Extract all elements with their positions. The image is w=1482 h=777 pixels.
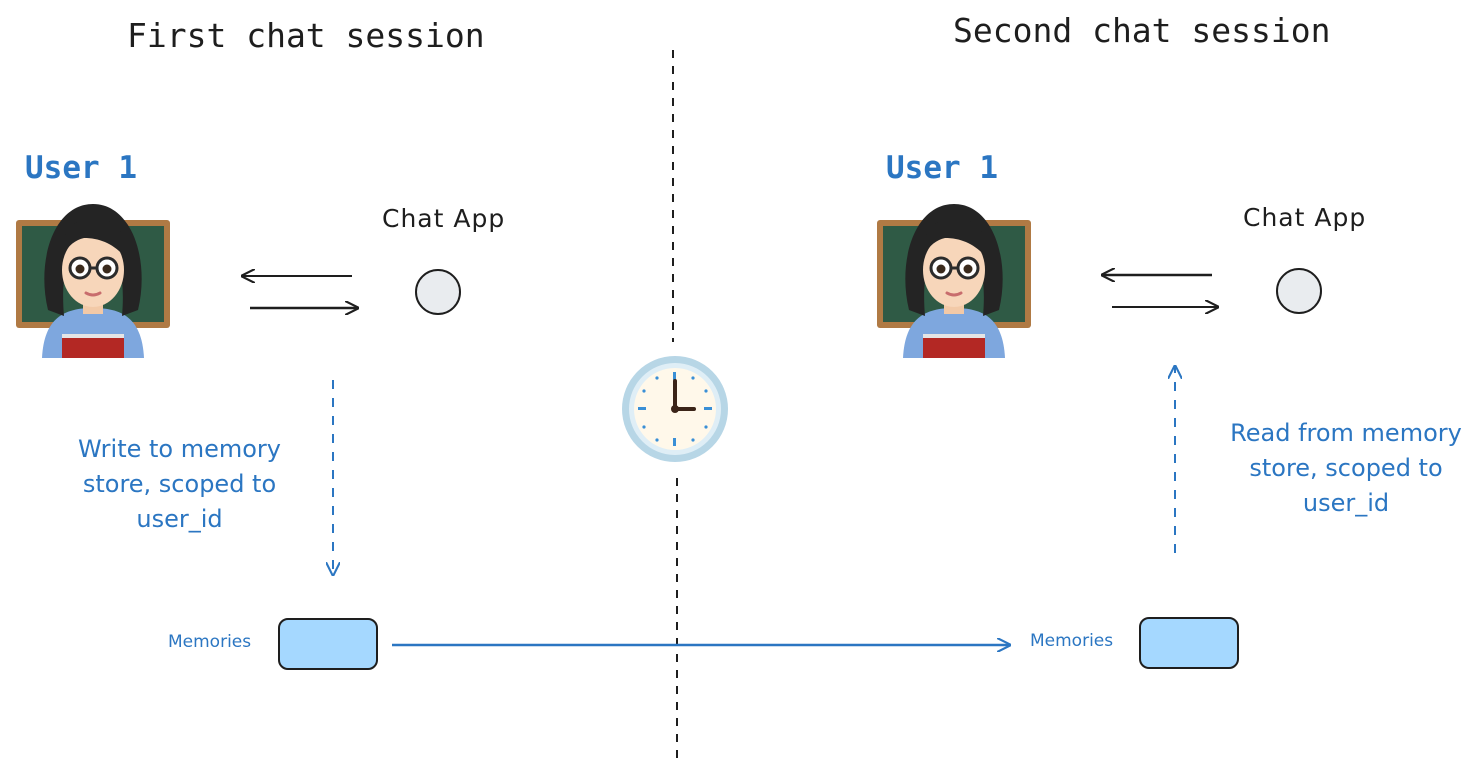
user-label-second: User 1 (886, 150, 998, 186)
chat-app-label-second: Chat App (1243, 203, 1367, 232)
note-line: store, scoped to (82, 470, 277, 498)
memories-label-first: Memories (168, 632, 252, 652)
read-memory-note: Read from memory store, scoped to user_i… (1210, 416, 1482, 521)
memory-store-box-first (278, 618, 378, 670)
note-line: Read from memory (1230, 419, 1462, 447)
write-memory-note: Write to memory store, scoped to user_id (52, 432, 307, 537)
note-line: store, scoped to (1249, 454, 1443, 482)
user-label-first: User 1 (25, 150, 137, 186)
chat-app-node-icon (415, 269, 461, 315)
memories-label-second: Memories (1030, 631, 1114, 651)
chat-app-label-first: Chat App (382, 204, 506, 233)
session-title-first: First chat session (127, 16, 485, 55)
session-title-second: Second chat session (953, 11, 1331, 50)
teacher-avatar-icon (16, 204, 170, 358)
clock-icon (622, 356, 728, 462)
note-line: user_id (136, 505, 223, 533)
chat-app-node-icon (1276, 268, 1322, 314)
note-line: user_id (1302, 489, 1390, 517)
note-line: Write to memory (78, 435, 281, 463)
teacher-avatar-icon (877, 204, 1031, 358)
memory-store-box-second (1139, 617, 1239, 669)
